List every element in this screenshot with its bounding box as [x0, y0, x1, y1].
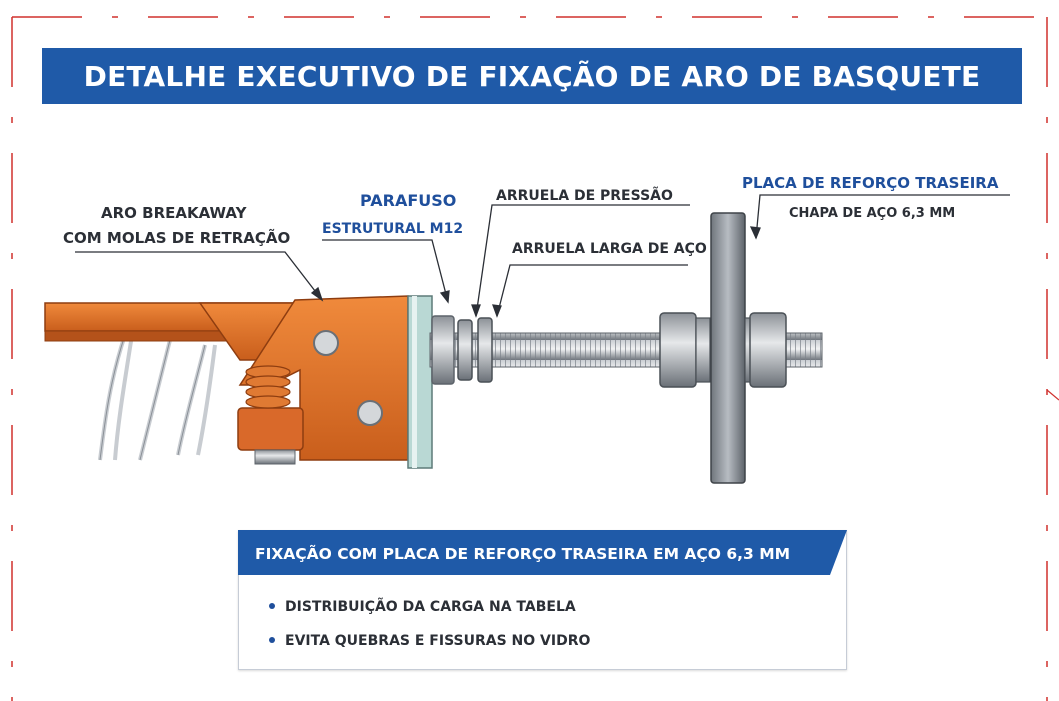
note-item-text: EVITA QUEBRAS E FISSURAS NO VIDRO	[285, 633, 591, 649]
retraction-spring	[245, 365, 291, 409]
label-parafuso-line1: PARAFUSO	[360, 191, 457, 210]
reinforcement-plate	[710, 212, 746, 484]
bullet-icon	[269, 603, 275, 609]
label-aro-line2: COM MOLAS DE RETRAÇÃO	[63, 229, 291, 247]
note-header-bar	[238, 530, 847, 575]
label-placa-title: PLACA DE REFORÇO TRASEIRA	[742, 174, 999, 192]
inner-nut	[659, 312, 697, 388]
leader-lines	[75, 194, 1010, 318]
title-banner: DETALHE EXECUTIVO DE FIXAÇÃO DE ARO DE B…	[42, 48, 1022, 104]
lock-washer	[457, 319, 473, 381]
label-aro-line1: ARO BREAKAWAY	[101, 204, 247, 222]
bolt-head	[431, 315, 455, 385]
outer-nut	[749, 312, 787, 388]
note-list: DISTRIBUIÇÃO DA CARGA NA TABELA EVITA QU…	[269, 599, 590, 667]
bullet-icon	[269, 637, 275, 643]
flat-washer	[477, 317, 493, 383]
hoop-bracket	[237, 295, 409, 465]
note-heading: FIXAÇÃO COM PLACA DE REFORÇO TRASEIRA EM…	[255, 545, 791, 563]
label-arruela-larga: ARRUELA LARGA DE AÇO	[512, 241, 707, 257]
note-item-text: DISTRIBUIÇÃO DA CARGA NA TABELA	[285, 599, 576, 615]
list-item: DISTRIBUIÇÃO DA CARGA NA TABELA	[269, 599, 590, 615]
list-item: EVITA QUEBRAS E FISSURAS NO VIDRO	[269, 633, 590, 649]
glass-backboard	[407, 295, 433, 469]
label-arruela-pressao: ARRUELA DE PRESSÃO	[496, 188, 673, 204]
page-title: DETALHE EXECUTIVO DE FIXAÇÃO DE ARO DE B…	[83, 59, 981, 93]
info-note-box: FIXAÇÃO COM PLACA DE REFORÇO TRASEIRA EM…	[238, 530, 847, 670]
label-parafuso-line2: ESTRUTURAL M12	[322, 221, 464, 237]
net-cords	[98, 334, 217, 461]
label-placa-sub: CHAPA DE AÇO 6,3 MM	[789, 206, 956, 221]
